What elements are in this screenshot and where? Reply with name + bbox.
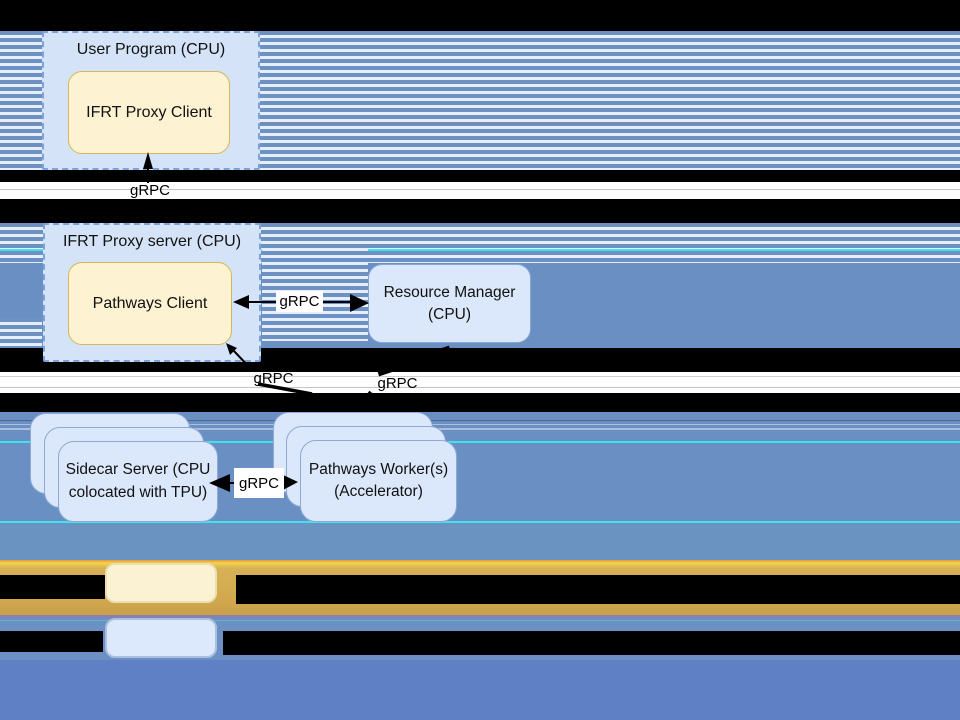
edge-label-grpc-rm-down: gRPC <box>377 374 418 392</box>
node-ifrt-proxy-client: IFRT Proxy Client <box>68 71 230 154</box>
bg-hairline <box>0 420 960 421</box>
node-sidecar-server-label-line2: colocated with TPU) <box>68 483 208 501</box>
bg-cyan-scanline <box>0 249 960 251</box>
edge-label-grpc-sidecar-workers: gRPC <box>234 468 284 498</box>
bg-blue-band <box>0 523 960 560</box>
bg-blue-band-bottom <box>0 660 960 720</box>
node-user-program-label: User Program (CPU) <box>76 41 226 58</box>
redacted-text-bar <box>0 631 103 652</box>
node-resource-manager: Resource Manager (CPU) <box>368 264 531 343</box>
legend-swatch-blue <box>105 618 217 658</box>
bg-hairline <box>0 428 960 430</box>
node-pathways-workers-label-line2: (Accelerator) <box>334 483 423 500</box>
bg-cyan-scanline <box>0 441 960 443</box>
node-resource-manager-label-line2: (CPU) <box>427 305 472 323</box>
edge-label-grpc-server-down: gRPC <box>253 369 294 387</box>
bg-cyan-scanline <box>0 521 960 523</box>
node-sidecar-server-label-line1: Sidecar Server (CPU <box>65 461 211 479</box>
node-pathways-workers-label-line1: Pathways Worker(s) <box>308 460 449 478</box>
node-pathways-client-label: Pathways Client <box>92 294 208 312</box>
edge-label-grpc-proxy-client: gRPC <box>129 181 170 199</box>
bg-white-band <box>0 182 960 199</box>
bg-black-band <box>0 199 960 223</box>
node-pathways-workers: Pathways Worker(s) (Accelerator) <box>300 440 457 522</box>
redacted-text-bar <box>236 575 960 604</box>
bg-purple-line <box>0 615 960 618</box>
edge-label-grpc-client-rm: gRPC <box>276 291 323 312</box>
bg-hairline <box>0 424 960 425</box>
node-ifrt-proxy-client-label: IFRT Proxy Client <box>86 103 212 121</box>
bg-black-band <box>0 170 960 182</box>
redacted-text-bar <box>0 575 105 599</box>
node-resource-manager-label-line1: Resource Manager <box>383 283 516 301</box>
bg-teal-scanline <box>0 620 960 621</box>
node-ifrt-proxy-server-label: IFRT Proxy server (CPU) <box>62 233 242 250</box>
node-pathways-client: Pathways Client <box>68 262 232 345</box>
bg-black-band <box>0 393 960 412</box>
bg-stripe-patch <box>262 223 368 341</box>
redacted-text-bar <box>223 631 960 655</box>
node-sidecar-server: Sidecar Server (CPU colocated with TPU) <box>58 441 218 522</box>
legend-swatch-yellow <box>105 563 217 603</box>
bg-glitch-line <box>0 123 960 124</box>
bg-black-band <box>0 0 960 31</box>
bg-white-band <box>0 372 960 393</box>
